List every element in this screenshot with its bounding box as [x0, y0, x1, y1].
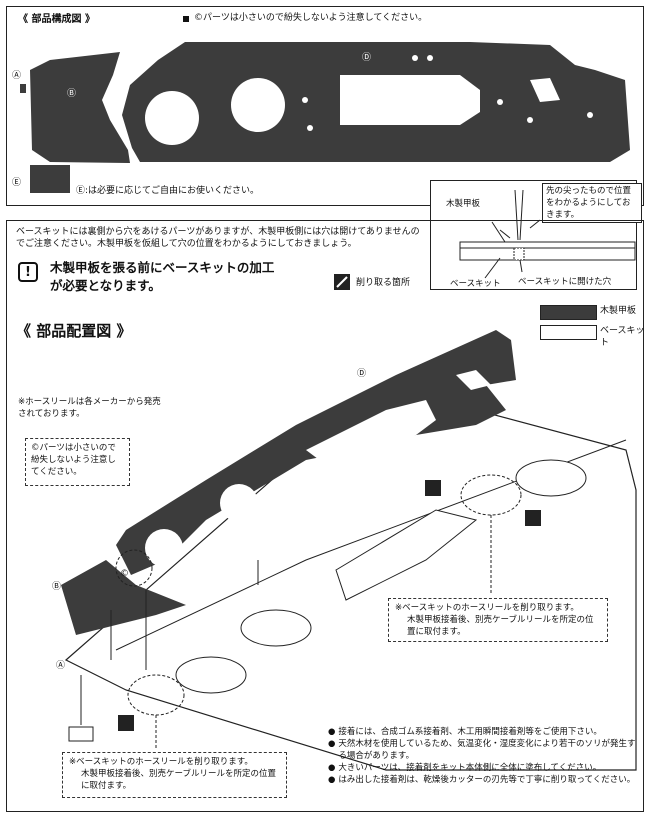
- part-a-label: Ⓐ: [12, 71, 22, 81]
- note-item-1: ●接着には、合成ゴム系接着剤、木工用瞬間接着剤等をご使用下さい。: [328, 727, 602, 737]
- note-item-3: ●大きいパーツは、接着剤をキット本体側に全体に塗布してください。: [328, 763, 602, 773]
- wood-deck-b: [61, 560, 186, 635]
- cut-icon-left: [118, 715, 134, 731]
- placement-hole-1: [145, 529, 183, 567]
- notes-list: ●接着には、合成ゴム系接着剤、木工用瞬間接着剤等をご使用下さい。 ●天然木材を使…: [328, 726, 638, 786]
- right-hose-note-1: ※ベースキットのホースリールを削り取ります。: [395, 603, 579, 613]
- placement-title: 《 部品配置図 》: [16, 322, 132, 340]
- hole-wood-label: 木製甲板: [446, 199, 481, 209]
- deck-hole-small-6: [527, 117, 533, 123]
- left-hose-note-box: ※ベースキットのホースリールを削り取ります。 木製甲板接着後、別売ケーブルリール…: [62, 752, 287, 798]
- note-item-4: ●はみ出した接着剤は、乾燥後カッターの刃先等で丁寧に削り取ってください。: [328, 775, 636, 785]
- deck-hole-small-3: [412, 55, 418, 61]
- part-b-shape: [30, 52, 130, 163]
- right-hose-note-box: ※ベースキットのホースリールを削り取ります。 木製甲板接着後、別売ケーブルリール…: [388, 598, 608, 642]
- deck-cutout-long: [340, 75, 480, 125]
- c-part-highlight: [115, 549, 153, 587]
- turret-2: [240, 609, 312, 647]
- placement-drawing: [61, 330, 637, 771]
- cut-icon-right-2: [525, 510, 541, 526]
- intro-text: ベースキットには裏側から穴をあけるパーツがありますが、木製甲板側には穴は開けてあ…: [16, 227, 420, 249]
- deck-hole-small-7: [587, 112, 593, 118]
- hose-reel-highlight-right: [460, 474, 522, 516]
- part-e-label: Ⓔ: [12, 178, 22, 188]
- deck-hole-small-1: [302, 97, 308, 103]
- hose-reel-note: ※ホースリールは各メーカーから発売されております。: [18, 397, 161, 419]
- hole-diagram-drawing: [459, 189, 636, 279]
- hole-position-label: ベースキットに開けた穴: [518, 277, 612, 287]
- cut-area-slash-icon: [336, 276, 348, 288]
- warning-icon: !: [18, 262, 38, 282]
- placement-panel: [6, 220, 644, 812]
- placement-label-b: Ⓑ: [52, 582, 62, 592]
- placement-label-d: Ⓓ: [357, 369, 367, 379]
- cut-area-label: 削り取る箇所: [356, 278, 411, 288]
- deck-hole-1: [145, 91, 199, 145]
- small-part-note: ©パーツは小さいので紛失しないよう注意してください。: [194, 13, 428, 23]
- part-d-label: Ⓓ: [362, 53, 372, 63]
- legend-wood-swatch: [540, 305, 597, 320]
- placement-cutout-rear: [456, 370, 491, 390]
- small-part-marker: [183, 16, 189, 22]
- part-a-box: [68, 726, 94, 742]
- tip-note: 先の尖ったもので位置をわかるようにしておきます。: [542, 183, 642, 223]
- part-c-label: ©: [118, 85, 127, 95]
- part-e-note: Ⓔ:は必要に応じてご自由にお使いください。: [76, 186, 260, 196]
- c-part-note-box: ©パーツは小さいので紛失しないよう注意してください。: [25, 438, 130, 486]
- deck-cutout-rear: [530, 78, 560, 102]
- parts-composition-title: 《 部品構成図 》: [18, 14, 95, 25]
- part-e-shape: [30, 165, 70, 193]
- hole-mark: [513, 247, 525, 261]
- placement-hole-2: [220, 484, 258, 522]
- turret-1: [175, 656, 247, 694]
- right-hose-note-2: 木製甲板接着後、別売ケーブルリールを所定の位置に取付ます。: [407, 615, 594, 637]
- deck-hole-2: [231, 78, 285, 132]
- deck-hole-small-5: [497, 99, 503, 105]
- base-layer: [459, 247, 636, 261]
- hole-base-label: ベースキット: [450, 279, 501, 289]
- part-b-label: Ⓑ: [67, 89, 77, 99]
- placement-cutout-long: [306, 400, 436, 465]
- cut-icon-right-1: [425, 480, 441, 496]
- placement-label-a: Ⓐ: [56, 661, 66, 671]
- warning-text: 木製甲板を張る前にベースキットの加工が必要となります。: [50, 260, 275, 293]
- parts-composition-drawing: [20, 42, 630, 193]
- part-a-shape: [20, 84, 26, 93]
- legend-base-swatch: [540, 325, 597, 340]
- left-hose-note-2: 木製甲板接着後、別売ケーブルリールを所定の位置に取付ます。: [81, 769, 276, 791]
- deck-hole-small-2: [307, 125, 313, 131]
- placement-label-c: ©: [120, 569, 129, 579]
- parts-composition-panel: [6, 6, 644, 206]
- legend-base-label: ベースキット: [600, 326, 645, 348]
- note-item-2: ●天然木材を使用しているため、気温変化・湿度変化により若干のソリが発生する場合が…: [328, 739, 636, 761]
- legend-wood-label: 木製甲板: [600, 306, 637, 316]
- deck-hole-small-4: [427, 55, 433, 61]
- left-hose-note-1: ※ベースキットのホースリールを削り取ります。: [69, 757, 253, 767]
- turret-3: [515, 459, 587, 497]
